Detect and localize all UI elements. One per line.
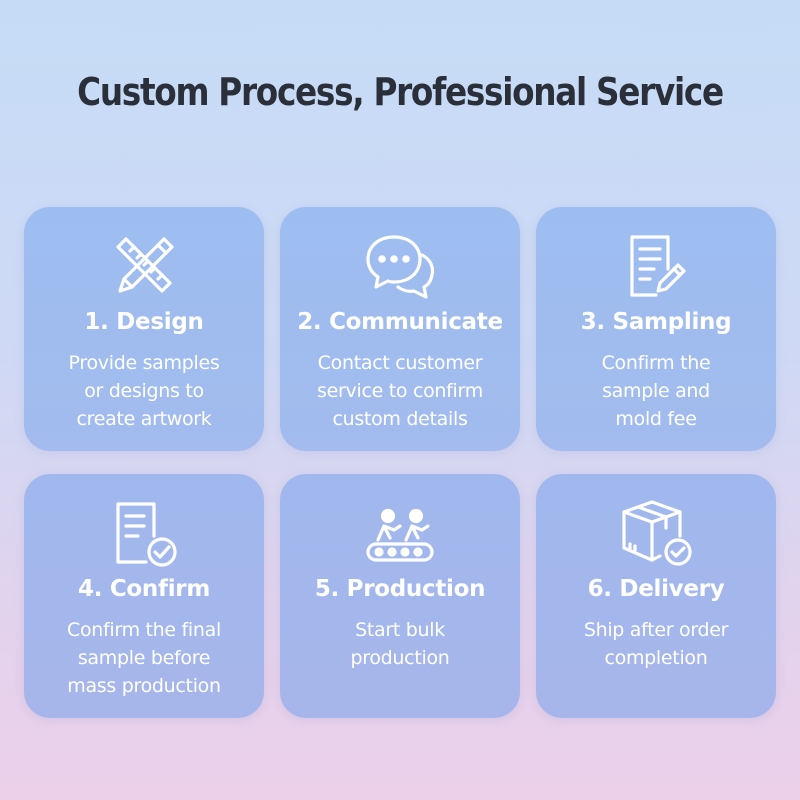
step-description-line: Ship after order [583,619,729,641]
box-check-icon [616,492,696,572]
step-card-delivery: 6. Delivery Ship after order completion [536,474,776,718]
step-card-confirm: 4. Confirm Confirm the final sample befo… [24,474,264,718]
step-description: Ship after order completion [546,616,766,672]
step-description-line: custom details [332,408,468,430]
step-description-line: Confirm the final [67,619,221,641]
step-description: Provide samples or designs to create art… [34,349,254,433]
step-description-line: Provide samples [68,352,220,374]
step-description-line: production [350,647,450,669]
step-card-communicate: 2. Communicate Contact customer service … [280,207,520,451]
step-title: 3. Sampling [580,309,732,335]
step-description-line: Confirm the [601,352,711,374]
step-description: Confirm the final sample before mass pro… [34,616,254,700]
step-description-line: Start bulk [355,619,445,641]
step-title: 4. Confirm [77,576,210,602]
step-description: Confirm the sample and mold fee [546,349,766,433]
chat-bubbles-icon [360,225,440,305]
pencil-ruler-icon [104,225,184,305]
step-card-production: 5. Production Start bulk production [280,474,520,718]
step-description-line: or designs to [84,380,204,402]
step-description-line: sample before [77,647,211,669]
document-check-icon [104,492,184,572]
step-description-line: mold fee [615,408,697,430]
step-card-design: 1. Design Provide samples or designs to … [24,207,264,451]
step-description-line: mass production [67,675,221,697]
step-title: 1. Design [84,309,204,335]
step-title: 6. Delivery [587,576,725,602]
step-title: 5. Production [314,576,486,602]
step-description-line: sample and [602,380,710,402]
step-description-line: create artwork [76,408,212,430]
step-description-line: completion [604,647,708,669]
page-title: Custom Process, Professional Service [77,70,724,114]
step-description: Contact customer service to confirm cust… [290,349,510,433]
conveyor-workers-icon [360,492,440,572]
step-title: 2. Communicate [297,309,503,335]
document-pencil-icon [616,225,696,305]
step-description: Start bulk production [290,616,510,672]
step-description-line: service to confirm [317,380,483,402]
step-card-sampling: 3. Sampling Confirm the sample and mold … [536,207,776,451]
step-description-line: Contact customer [317,352,483,374]
